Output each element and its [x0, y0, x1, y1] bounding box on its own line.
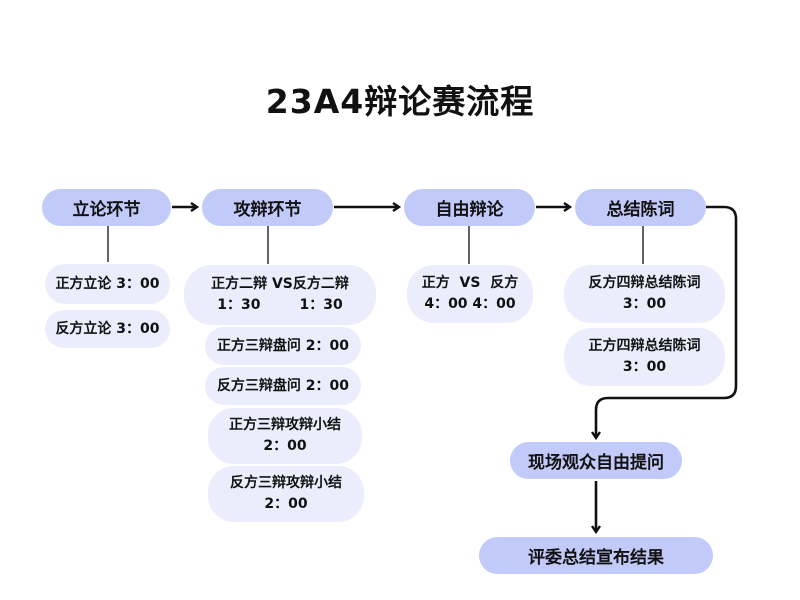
item-text: 反方立论 3：00 [55, 320, 160, 337]
item-text: 反方三辩盘问 2：00 [216, 377, 350, 394]
stage-box-cross-exam: 攻辩环节 [202, 189, 333, 226]
item-aff-fourth-closing: 正方四辩总结陈词 3：00 [564, 328, 725, 386]
item-second-speakers: 正方二辩 VS反方二辩 1：30 1：30 [184, 265, 376, 325]
page-title: 23A4辩论赛流程 [265, 82, 535, 121]
stage-box-closing: 总结陈词 [575, 189, 706, 226]
item-aff-cross-summary: 正方三辩攻辩小结 2：00 [208, 408, 362, 464]
item-time: 4：00 4：00 [424, 296, 516, 312]
item-aff-opening: 正方立论 3：00 [45, 264, 170, 304]
item-neg-cross-summary: 反方三辩攻辩小结 2：00 [208, 466, 364, 522]
item-neg-fourth-closing: 反方四辩总结陈词 3：00 [564, 265, 725, 323]
step-judges-results: 评委总结宣布结果 [479, 537, 713, 574]
item-neg-opening: 反方立论 3：00 [45, 310, 170, 348]
item-text: 正方三辩攻辩小结 [229, 417, 341, 433]
item-time: 2：00 [263, 438, 307, 454]
stage-box-opening: 立论环节 [42, 189, 171, 226]
item-time: 3：00 [622, 359, 667, 375]
item-text: 正方三辩盘问 2：00 [216, 337, 350, 354]
item-time: 1：30 1：30 [217, 297, 343, 313]
item-aff-third-questioning: 正方三辩盘问 2：00 [205, 327, 361, 365]
item-text: 正方 VS 反方 [421, 275, 519, 291]
step-audience-questions: 现场观众自由提问 [510, 442, 682, 479]
item-time: 3：00 [622, 296, 667, 312]
item-text: 正方二辩 VS反方二辩 [211, 276, 349, 292]
item-text: 反方四辩总结陈词 [588, 275, 701, 291]
arrow-stage4-to-qa [591, 205, 738, 441]
item-neg-third-questioning: 反方三辩盘问 2：00 [205, 367, 361, 405]
item-free-debate-times: 正方 VS 反方 4：00 4：00 [407, 265, 533, 323]
item-text: 正方立论 3：00 [55, 275, 160, 292]
item-time: 2：00 [264, 496, 308, 512]
item-text: 正方四辩总结陈词 [588, 338, 701, 354]
stage-box-free-debate: 自由辩论 [404, 189, 535, 226]
item-text: 反方三辩攻辩小结 [230, 475, 342, 491]
